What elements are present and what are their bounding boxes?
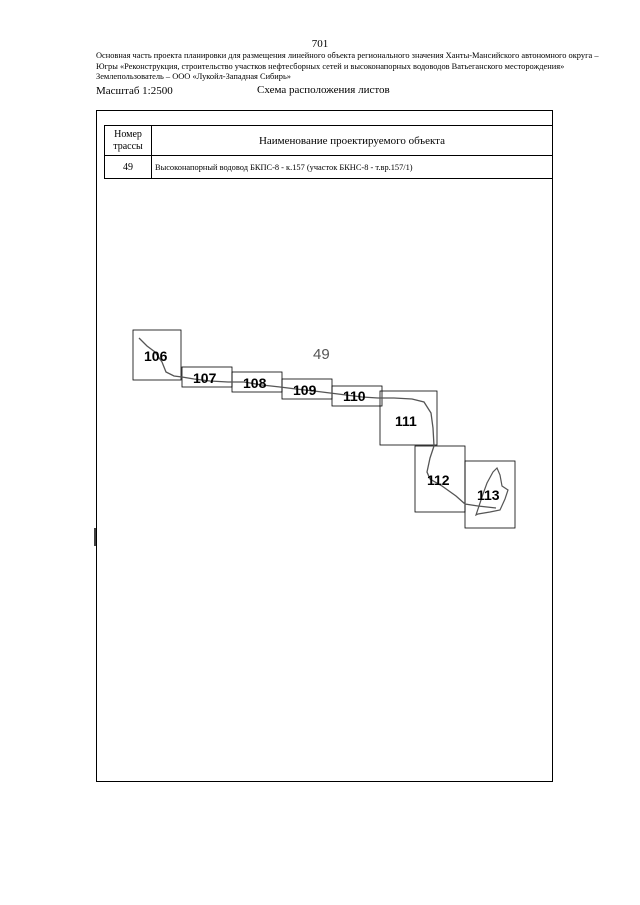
object-name-cell: Высоконапорный водовод БКПС-8 - к.157 (у… [151, 155, 553, 179]
table-header-row: Номер трассы Наименование проектируемого… [104, 125, 553, 156]
sheet-label-107: 107 [193, 370, 217, 386]
scale-label: Масштаб 1:2500 [96, 85, 173, 97]
sheet-label-112: 112 [427, 472, 450, 488]
objects-table: Номер трассы Наименование проектируемого… [104, 125, 553, 179]
sheet-frame-110 [331, 385, 383, 407]
sheet-frame-113 [464, 460, 516, 529]
pipeline-loop-line [474, 466, 509, 517]
sheet-label-109: 109 [293, 382, 317, 398]
sheet-label-110: 110 [343, 388, 366, 404]
sheet-frame-106 [132, 329, 182, 381]
sheet-label-113: 113 [477, 487, 500, 503]
header-object-name: Наименование проектируемого объекта [151, 125, 553, 156]
route-number-label: 49 [313, 346, 330, 363]
drawing-frame [96, 110, 553, 782]
table-row: 49 Высоконапорный водовод БКПС-8 - к.157… [104, 155, 553, 179]
sheet-label-111: 111 [395, 413, 417, 429]
sheet-frame-111 [379, 390, 438, 446]
pipeline-route-line [138, 337, 497, 509]
sheet-label-106: 106 [144, 348, 168, 364]
page-number: 701 [311, 38, 329, 50]
route-number-cell: 49 [104, 155, 152, 179]
scheme-title: Схема расположения листов [257, 84, 390, 96]
project-header: Основная часть проекта планировки для ра… [96, 51, 599, 81]
header-route-number: Номер трассы [104, 125, 152, 156]
sheet-label-108: 108 [243, 375, 267, 391]
